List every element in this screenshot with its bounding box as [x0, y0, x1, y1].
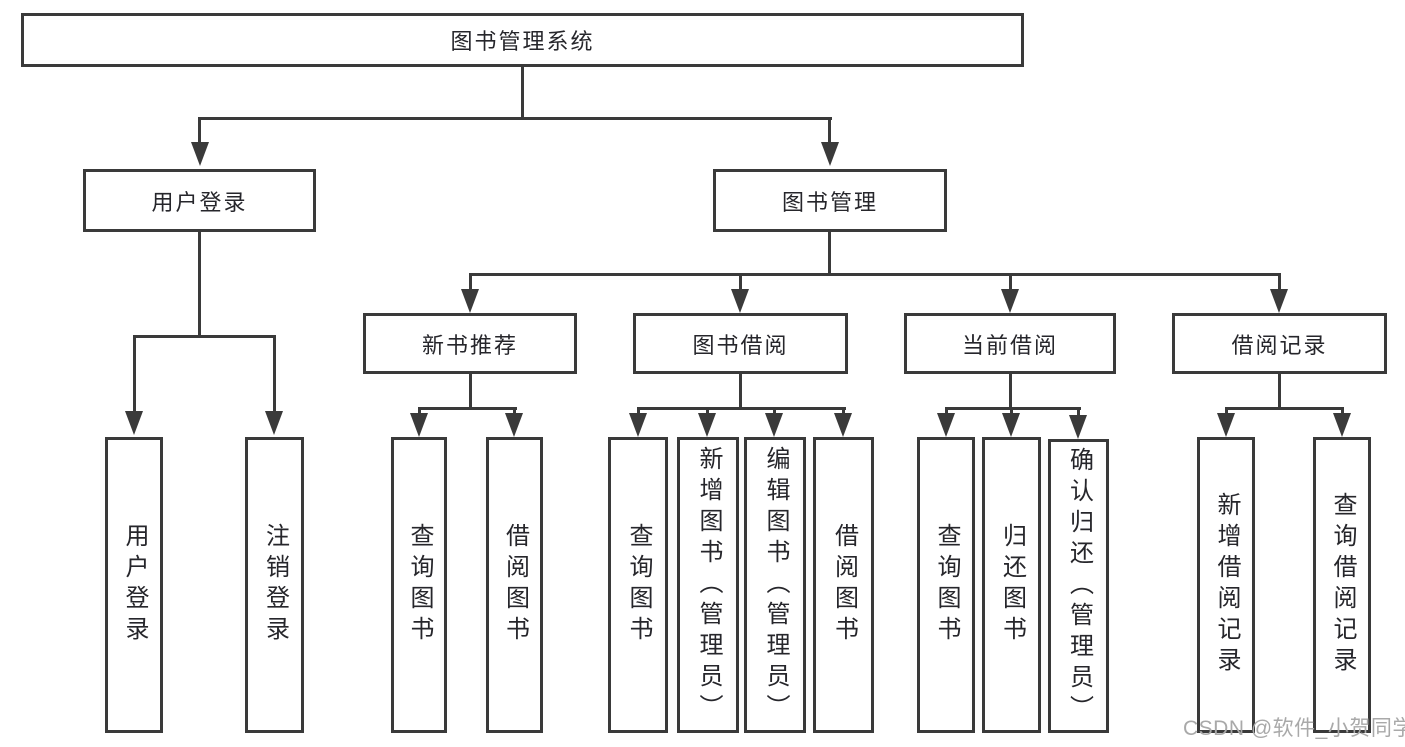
leaf-query-books-recommend: 查询图书 — [391, 437, 447, 733]
node-root-system: 图书管理系统 — [21, 13, 1024, 67]
leaf-add-borrow-record: 新增借阅记录 — [1197, 437, 1255, 733]
leaf-edit-book-admin-label: 编辑图书（管理员） — [762, 445, 789, 725]
arrow-down-icon — [937, 413, 955, 437]
leaf-borrow-books-recommend: 借阅图书 — [486, 437, 543, 733]
leaf-user-login-label: 用户登录 — [121, 523, 148, 647]
arrow-down-icon — [1002, 413, 1020, 437]
connector-line — [828, 119, 831, 145]
arrow-down-icon — [191, 142, 209, 166]
connector-line — [637, 407, 846, 410]
leaf-borrow-books-recommend-label: 借阅图书 — [501, 523, 529, 647]
leaf-query-books-current: 查询图书 — [917, 437, 975, 733]
leaf-return-books-label: 归还图书 — [998, 523, 1026, 647]
arrow-down-icon — [834, 413, 852, 437]
connector-line — [1278, 275, 1281, 291]
connector-line — [1009, 275, 1012, 291]
node-user-login: 用户登录 — [83, 169, 316, 232]
connector-line — [739, 275, 742, 291]
leaf-confirm-return-admin-label: 确认归还（管理员） — [1065, 446, 1093, 726]
arrow-down-icon — [731, 289, 749, 313]
node-root-label: 图书管理系统 — [450, 29, 595, 54]
arrow-down-icon — [410, 413, 428, 437]
leaf-add-borrow-record-label: 新增借阅记录 — [1213, 492, 1240, 678]
leaf-borrow-books: 借阅图书 — [813, 437, 874, 733]
arrow-down-icon — [461, 289, 479, 313]
leaf-query-books-current-label: 查询图书 — [933, 523, 960, 647]
leaf-return-books: 归还图书 — [982, 437, 1041, 733]
connector-line — [521, 67, 524, 119]
connector-line — [945, 407, 1081, 410]
connector-line — [133, 337, 136, 413]
arrow-down-icon — [765, 413, 783, 437]
connector-line — [198, 119, 201, 145]
arrow-down-icon — [1333, 413, 1351, 437]
node-borrow-records: 借阅记录 — [1172, 313, 1387, 374]
connector-line — [739, 374, 742, 410]
leaf-add-book-admin-label: 新增图书（管理员） — [695, 445, 722, 725]
arrow-down-icon — [1217, 413, 1235, 437]
arrow-down-icon — [821, 142, 839, 166]
connector-line — [198, 232, 201, 338]
connector-line — [1077, 409, 1080, 417]
connector-line — [1225, 407, 1344, 410]
connector-line — [1009, 374, 1012, 410]
node-new-book-recommend: 新书推荐 — [363, 313, 577, 374]
leaf-query-books-recommend-label: 查询图书 — [406, 523, 433, 647]
leaf-add-book-admin: 新增图书（管理员） — [677, 437, 739, 733]
node-current-borrowing-label: 当前借阅 — [961, 332, 1058, 358]
connector-line — [469, 374, 472, 410]
connector-line — [133, 335, 276, 338]
arrow-down-icon — [629, 413, 647, 437]
leaf-query-books-borrowing-label: 查询图书 — [625, 523, 652, 647]
node-current-borrowing: 当前借阅 — [904, 313, 1116, 374]
node-book-management: 图书管理 — [713, 169, 947, 232]
leaf-borrow-books-label: 借阅图书 — [830, 523, 858, 647]
arrow-down-icon — [1001, 289, 1019, 313]
arrow-down-icon — [698, 413, 716, 437]
leaf-query-borrow-record-label: 查询借阅记录 — [1329, 492, 1356, 678]
arrow-down-icon — [1069, 415, 1087, 439]
node-user-login-label: 用户登录 — [151, 189, 248, 215]
arrow-down-icon — [125, 411, 143, 435]
leaf-query-borrow-record: 查询借阅记录 — [1313, 437, 1371, 733]
node-book-management-label: 图书管理 — [781, 189, 878, 215]
leaf-edit-book-admin: 编辑图书（管理员） — [744, 437, 806, 733]
node-book-borrowing-label: 图书借阅 — [692, 332, 789, 358]
connector-line — [418, 407, 517, 410]
leaf-query-books-borrowing: 查询图书 — [608, 437, 668, 733]
leaf-confirm-return-admin: 确认归还（管理员） — [1048, 439, 1109, 733]
connector-line — [469, 273, 1281, 276]
node-borrow-records-label: 借阅记录 — [1231, 332, 1328, 358]
arrow-down-icon — [505, 413, 523, 437]
node-new-book-recommend-label: 新书推荐 — [421, 332, 518, 358]
arrow-down-icon — [265, 411, 283, 435]
leaf-user-login: 用户登录 — [105, 437, 163, 733]
connector-line — [828, 232, 831, 275]
leaf-logout: 注销登录 — [245, 437, 304, 733]
leaf-logout-label: 注销登录 — [261, 523, 289, 647]
arrow-down-icon — [1270, 289, 1288, 313]
connector-line — [469, 275, 472, 291]
connector-line — [198, 117, 832, 120]
connector-line — [1278, 374, 1281, 410]
node-book-borrowing: 图书借阅 — [633, 313, 848, 374]
connector-line — [273, 337, 276, 413]
